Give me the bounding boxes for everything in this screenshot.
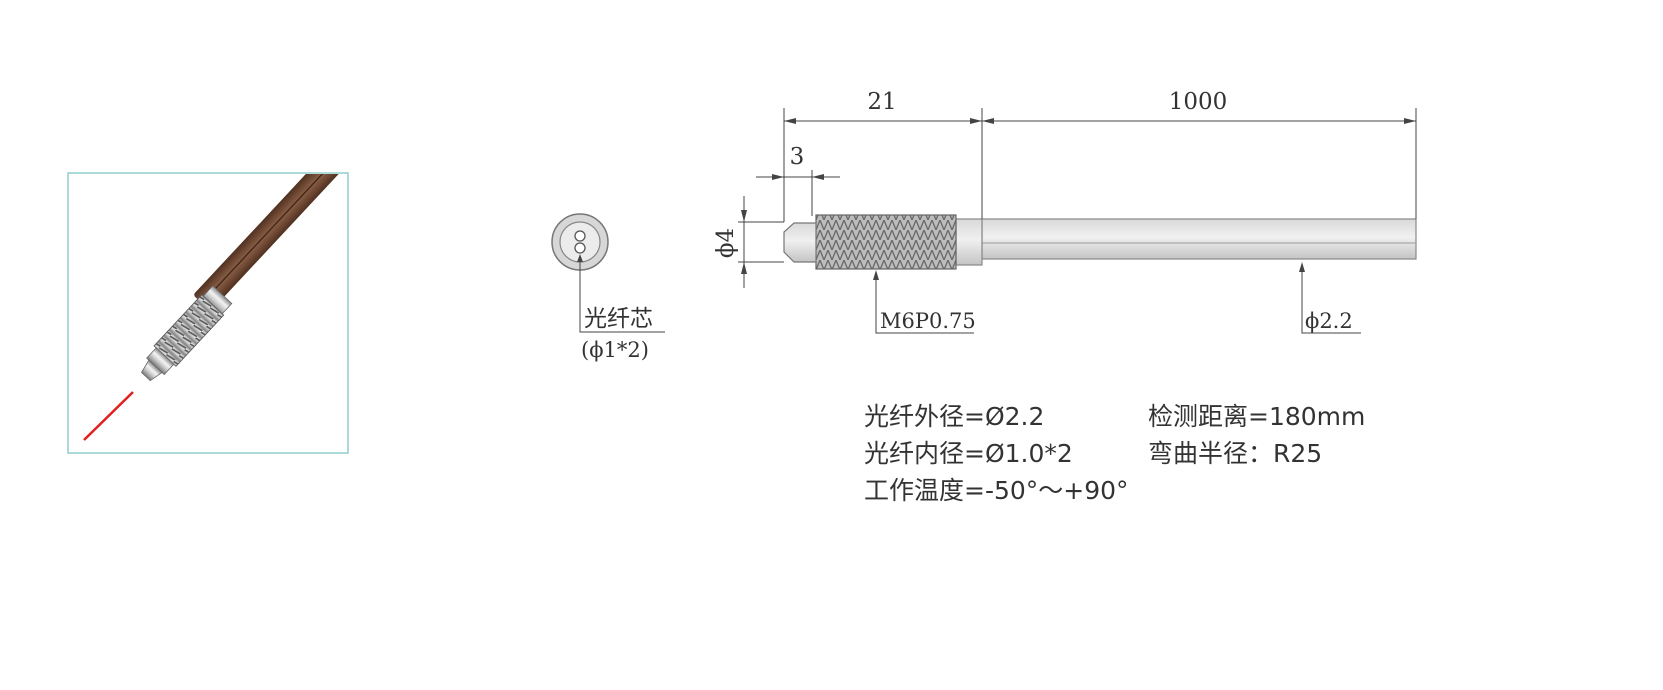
fiber-core-bottom	[574, 242, 586, 254]
tip	[783, 222, 817, 263]
threaded-section	[815, 214, 957, 270]
fiber-cable	[194, 174, 347, 311]
spec-inner-diameter: 光纤内径=Ø1.0*2	[864, 439, 1073, 468]
laser-beam	[83, 391, 134, 441]
thread-spec-label: M6P0.75	[880, 309, 976, 333]
dim-label-phi4: ϕ4	[713, 228, 739, 258]
core-sublabel: (ϕ1*2)	[581, 338, 649, 362]
spec-detect-distance: 检测距离=180mm	[1148, 402, 1366, 431]
spec-bend-radius: 弯曲半径：R25	[1148, 439, 1323, 468]
spec-working-temp: 工作温度=-50°～+90°	[864, 476, 1129, 505]
dimension-arrows	[741, 118, 1416, 280]
side-view	[783, 214, 1417, 270]
core-label: 光纤芯	[584, 306, 653, 332]
product-photo	[67, 172, 349, 454]
core-leader-line	[579, 258, 665, 333]
dim-label-3: 3	[790, 144, 805, 170]
cable-rod	[981, 218, 1417, 260]
fiber-head	[141, 285, 233, 382]
fiber-core-top	[574, 230, 586, 242]
cable-diameter-label: ϕ2.2	[1305, 309, 1353, 333]
dim-label-21: 21	[867, 89, 896, 115]
dimension-lines	[738, 108, 1417, 334]
spec-outer-diameter: 光纤外径=Ø2.2	[864, 402, 1045, 431]
dim-label-1000: 1000	[1169, 89, 1228, 115]
end-view: 光纤芯 (ϕ1*2)	[551, 213, 665, 362]
